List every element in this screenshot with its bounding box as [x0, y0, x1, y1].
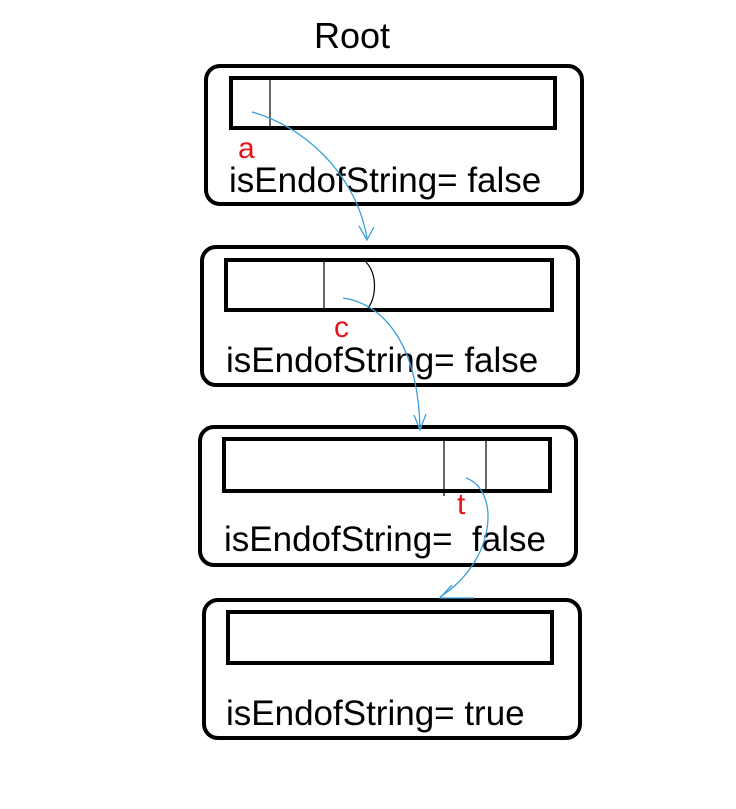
- arrowhead-t: [438, 584, 474, 599]
- letter-a: a: [238, 132, 255, 165]
- end-flag-root: isEndofString= false: [229, 161, 542, 200]
- letter-t: t: [457, 488, 466, 521]
- arrow-c-to-next: [342, 297, 421, 429]
- arrowhead-a: [358, 225, 375, 242]
- child-array-c: [222, 437, 552, 493]
- child-array-a: [224, 258, 554, 312]
- cell-divider-c-right: [365, 261, 376, 309]
- end-flag-t: isEndofString= true: [226, 694, 525, 733]
- child-array-root: [229, 76, 557, 130]
- end-flag-a: isEndofString= false: [226, 341, 539, 380]
- child-array-t: [226, 610, 554, 665]
- letter-c: c: [334, 311, 349, 344]
- arrow-a-to-next: [251, 111, 368, 239]
- end-flag-c: isEndofString= false: [224, 520, 546, 559]
- arrowhead-c: [413, 413, 427, 432]
- arrow-t-to-next: [439, 477, 489, 598]
- root-label: Root: [314, 15, 391, 56]
